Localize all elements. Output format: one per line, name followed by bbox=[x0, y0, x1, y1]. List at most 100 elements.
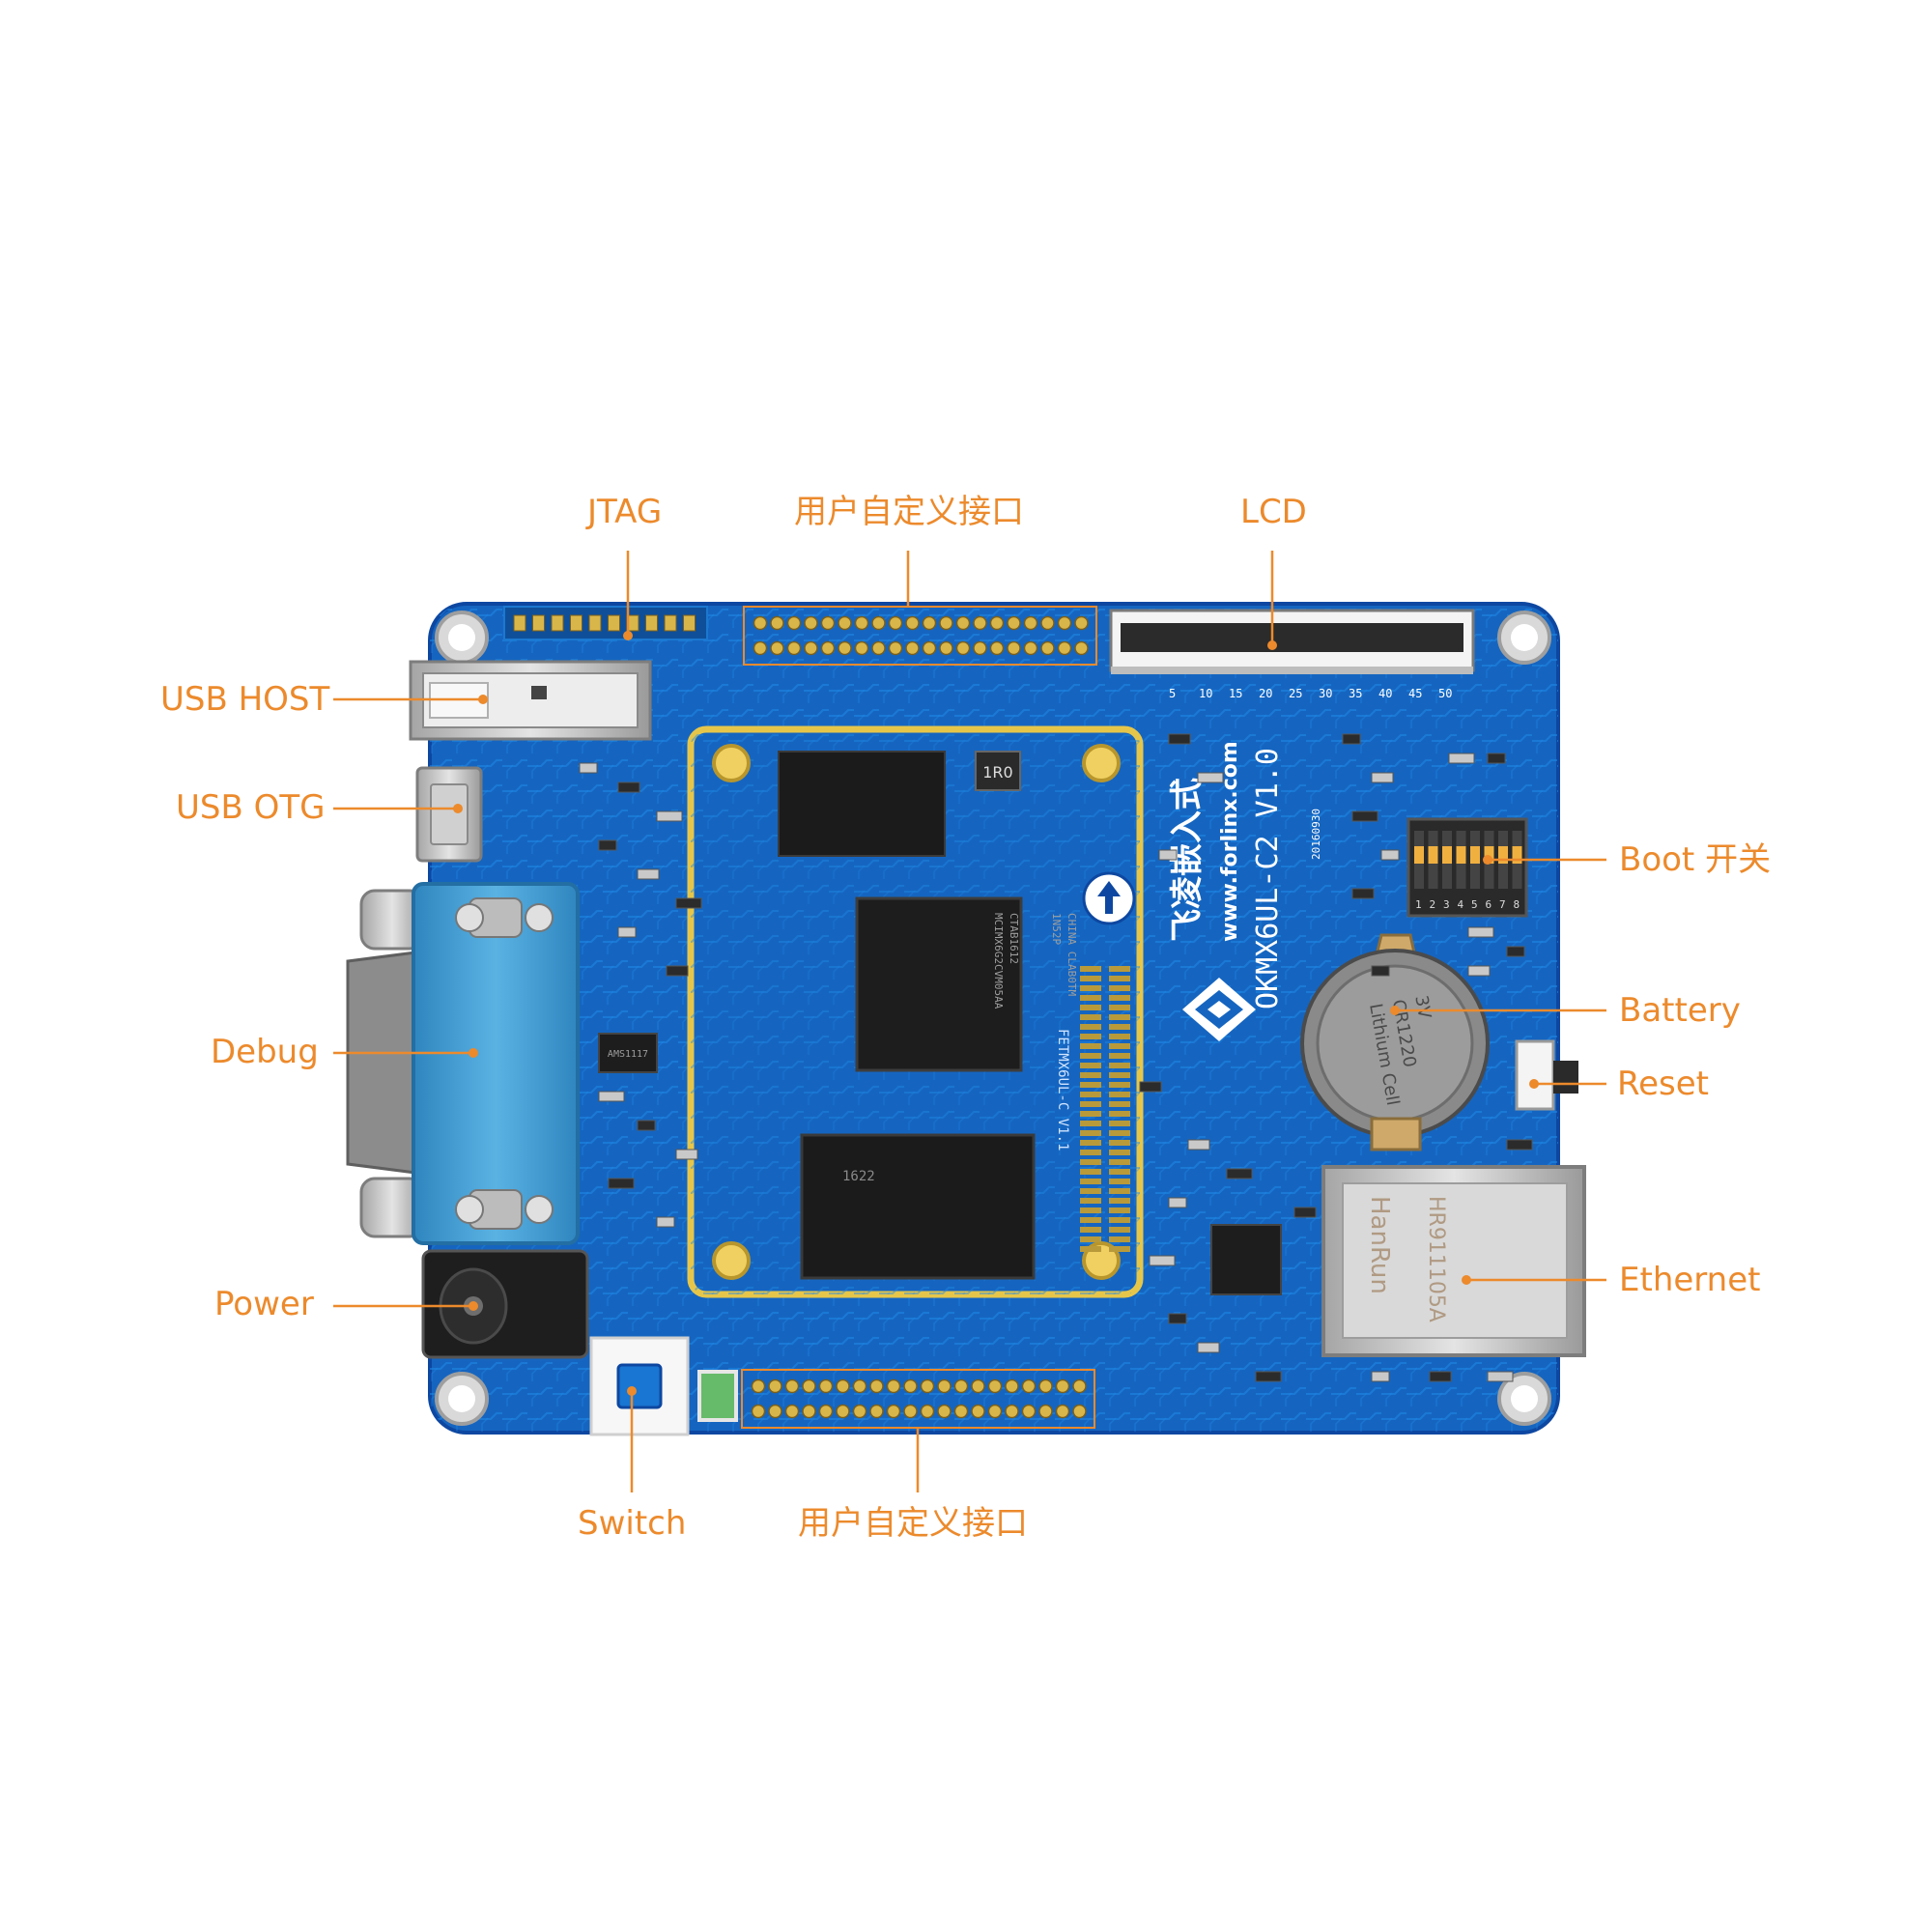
fuse-component bbox=[697, 1370, 738, 1422]
module-pad bbox=[1109, 985, 1130, 991]
header-pin bbox=[905, 615, 920, 631]
module-pad bbox=[1080, 1024, 1101, 1030]
module-pad bbox=[1109, 1024, 1130, 1030]
header-pin bbox=[971, 1404, 985, 1419]
header-pin bbox=[922, 640, 937, 656]
module-pad bbox=[1080, 1150, 1101, 1155]
smd-part bbox=[1467, 965, 1491, 977]
smd-part bbox=[617, 926, 637, 938]
module-pad bbox=[1080, 1043, 1101, 1049]
header-pin bbox=[888, 615, 903, 631]
smd-part bbox=[656, 1216, 675, 1228]
module-pad bbox=[1109, 1140, 1130, 1146]
jtag-pin bbox=[664, 614, 677, 632]
brand-website: www.forlinx.com bbox=[1218, 741, 1242, 942]
module-pad bbox=[1080, 1053, 1101, 1059]
header-pin bbox=[802, 1378, 816, 1394]
smd-part bbox=[1226, 1168, 1253, 1179]
smd-part bbox=[1187, 1139, 1210, 1151]
header-pin bbox=[905, 640, 920, 656]
module-pad bbox=[1109, 1188, 1130, 1194]
smd-part bbox=[1168, 1197, 1187, 1208]
header-pin bbox=[770, 640, 784, 656]
smd-part bbox=[666, 965, 689, 977]
cpu-chip: MCIMX6G2CVM05AA CTAB1612 1N52P CHINA CLA… bbox=[855, 896, 1078, 1072]
smd-part bbox=[1197, 772, 1224, 783]
header-pin bbox=[987, 1404, 1003, 1419]
user-header-top bbox=[743, 606, 1097, 666]
header-pin bbox=[751, 1378, 766, 1394]
battery-holder: Lithium Cell CR1220 3V bbox=[1300, 933, 1490, 1151]
callout-battery: Battery bbox=[1619, 991, 1741, 1030]
smd-part bbox=[1448, 753, 1475, 764]
header-pin bbox=[989, 640, 1005, 656]
smd-part bbox=[1487, 1371, 1514, 1382]
module-pad bbox=[1109, 1111, 1130, 1117]
smd-part bbox=[1255, 1371, 1282, 1382]
dip-toggle bbox=[1484, 846, 1494, 864]
module-pad bbox=[1109, 1150, 1130, 1155]
orientation-arrow-icon bbox=[1082, 871, 1136, 925]
header-pin bbox=[886, 1404, 901, 1419]
smd-part bbox=[598, 839, 617, 851]
smd-part bbox=[1467, 926, 1494, 938]
dip-toggle bbox=[1512, 846, 1522, 864]
module-pad bbox=[1109, 1198, 1130, 1204]
inductor-label: 1R0 bbox=[982, 763, 1012, 781]
module-pad bbox=[1109, 1092, 1130, 1097]
module-label: FETMX6UL-C V1.1 bbox=[1055, 1029, 1070, 1151]
power-jack bbox=[421, 1249, 589, 1359]
smd-part bbox=[1158, 849, 1178, 861]
smd-part bbox=[1371, 965, 1390, 977]
ethernet-phy-chip bbox=[1210, 1224, 1282, 1295]
dip-number: 1 bbox=[1415, 898, 1422, 911]
callout-ethernet: Ethernet bbox=[1619, 1261, 1761, 1299]
module-pad bbox=[1080, 1082, 1101, 1088]
smd-part bbox=[1168, 1313, 1187, 1324]
module-pad bbox=[1109, 1082, 1130, 1088]
header-pin bbox=[1007, 615, 1021, 631]
module-pad bbox=[1109, 1179, 1130, 1184]
callout-boot-switch: Boot 开关 bbox=[1619, 840, 1772, 879]
header-pin bbox=[971, 1378, 985, 1394]
header-pin bbox=[1021, 1404, 1037, 1419]
header-pin bbox=[786, 640, 802, 656]
header-pin bbox=[1074, 640, 1089, 656]
ethernet-jack: HanRun HR911105A bbox=[1321, 1165, 1586, 1357]
smd-part bbox=[1342, 733, 1361, 745]
header-pin bbox=[753, 615, 768, 631]
header-pin bbox=[903, 1404, 918, 1419]
module-pad bbox=[1109, 1130, 1130, 1136]
header-pin bbox=[973, 615, 987, 631]
dip-number: 2 bbox=[1430, 898, 1436, 911]
header-pin bbox=[871, 640, 886, 656]
module-pad bbox=[1080, 1198, 1101, 1204]
smd-part bbox=[1139, 1081, 1162, 1093]
header-pin bbox=[820, 615, 836, 631]
smd-part bbox=[637, 868, 660, 880]
jtag-pin bbox=[513, 614, 526, 632]
smd-part bbox=[1351, 888, 1375, 899]
callout-reset: Reset bbox=[1617, 1065, 1709, 1103]
callout-lines bbox=[333, 551, 1606, 1492]
module-pad bbox=[1109, 1121, 1130, 1126]
usb-otg-port bbox=[415, 766, 483, 863]
ram-chip bbox=[778, 751, 946, 857]
header-pin bbox=[922, 615, 937, 631]
nand-flash-chip: 1622 bbox=[800, 1133, 1036, 1280]
dip-toggle bbox=[1470, 846, 1480, 864]
header-pin bbox=[955, 640, 971, 656]
smd-part bbox=[1149, 1255, 1176, 1266]
lcd-pin-label: 20 bbox=[1259, 687, 1272, 700]
header-pin bbox=[751, 1404, 766, 1419]
cpu-marking-1: MCIMX6G2CVM05AA bbox=[992, 913, 1005, 1009]
smd-part bbox=[1487, 753, 1506, 764]
smd-part bbox=[1197, 1342, 1220, 1353]
callout-debug: Debug bbox=[211, 1033, 319, 1071]
lcd-pin-label: 5 bbox=[1169, 687, 1176, 700]
header-pin bbox=[804, 640, 818, 656]
header-pin bbox=[869, 1404, 884, 1419]
header-pin bbox=[1038, 1378, 1053, 1394]
